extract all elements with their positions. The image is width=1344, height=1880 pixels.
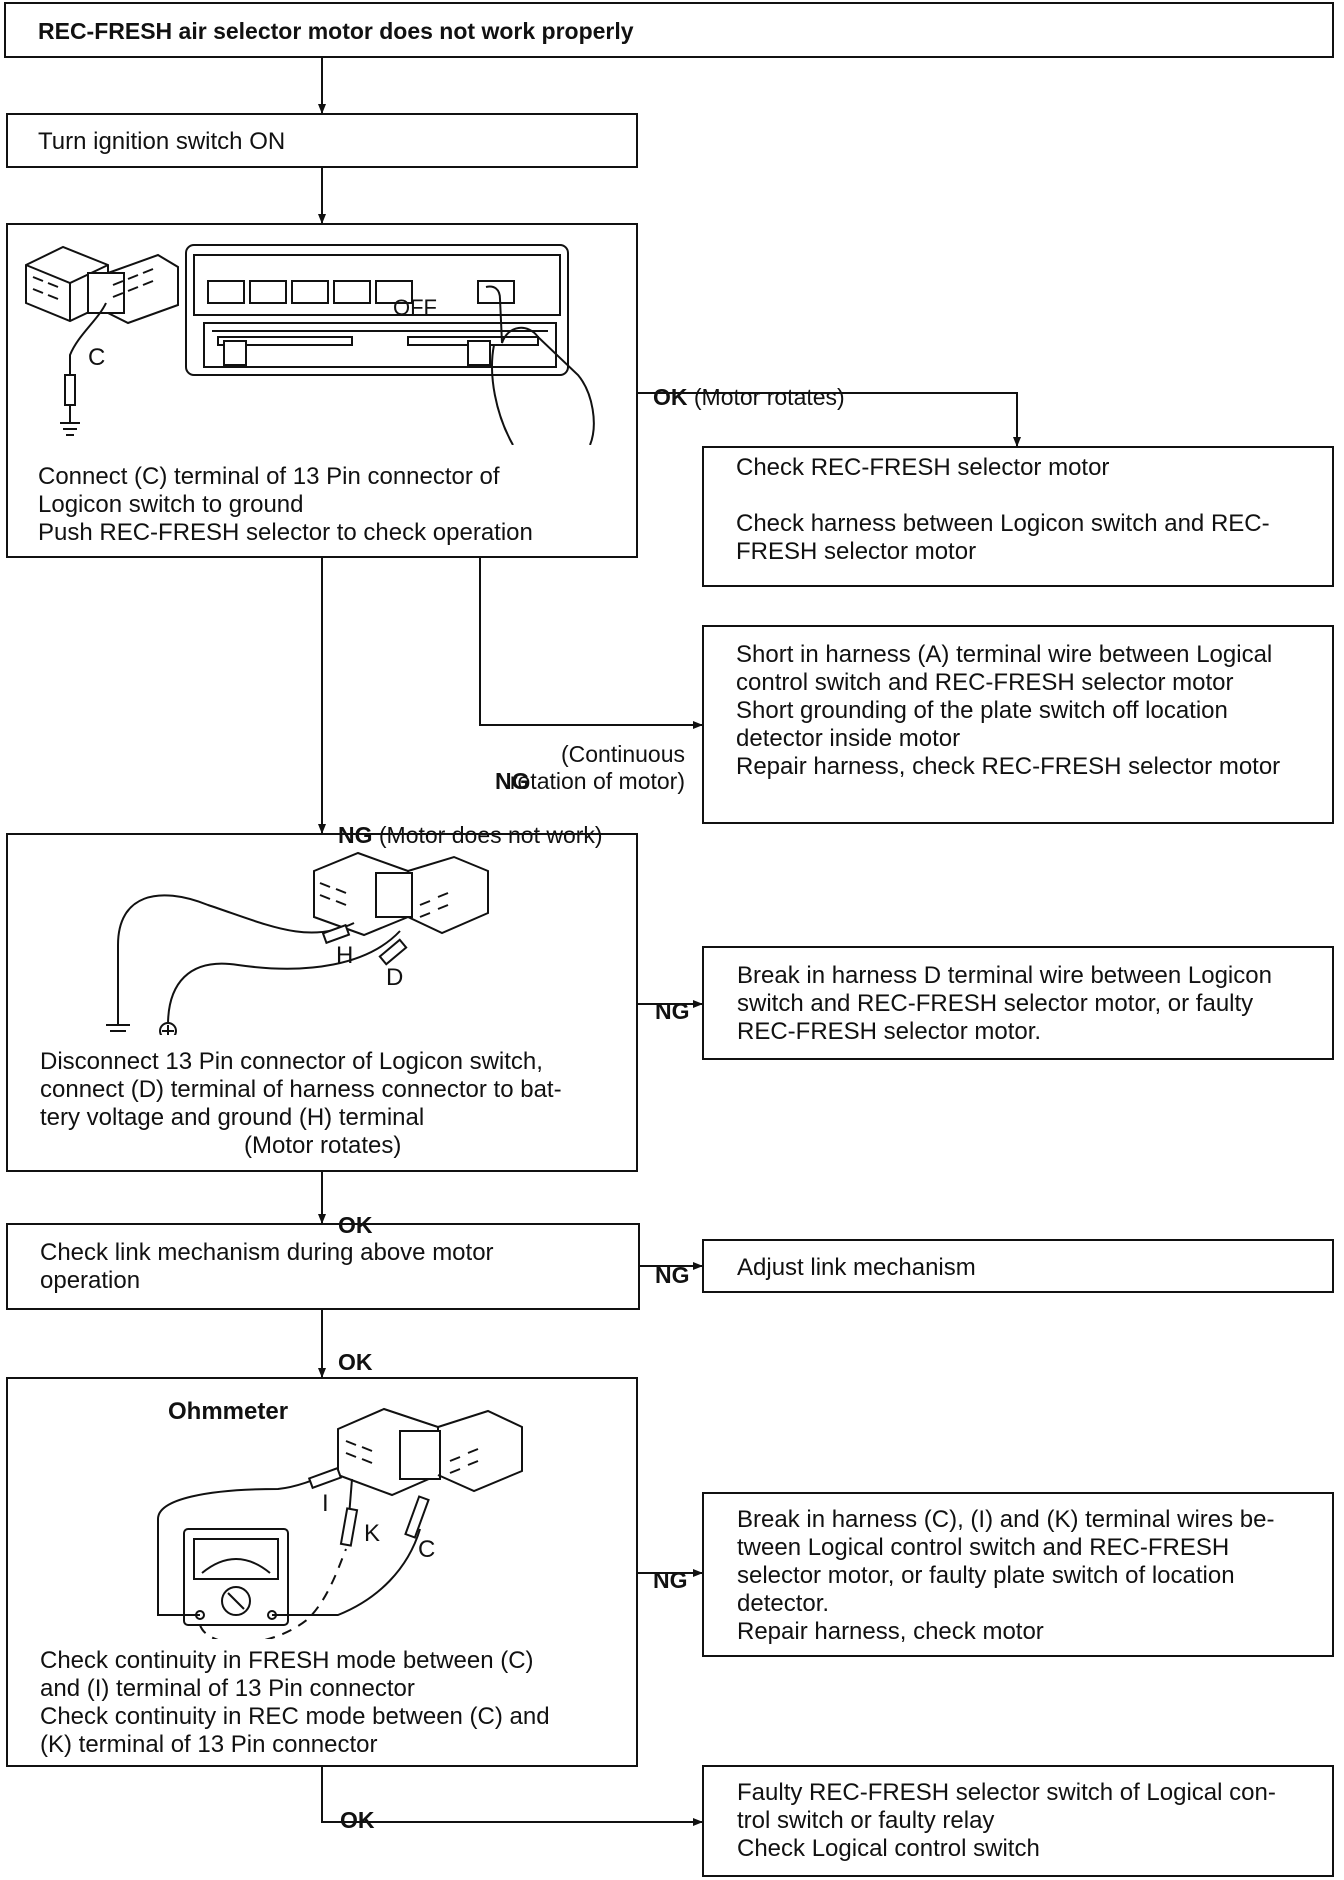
terminal-k-label: K	[364, 1520, 380, 1547]
check-motor-result-text: Check REC-FRESH selector motor Check har…	[736, 454, 1270, 565]
arrow-ng-continuous-to-short	[479, 558, 703, 729]
break-d-result-text: Break in harness D terminal wire between…	[737, 962, 1272, 1045]
break-cik-result-text: Break in harness (C), (I) and (K) termin…	[737, 1506, 1275, 1645]
short-result-text: Short in harness (A) terminal wire betwe…	[736, 641, 1281, 780]
terminal-c-label-2: C	[418, 1536, 435, 1563]
ok-motor-rotates-label: OK (Motor rotates)	[653, 357, 845, 411]
continuity-step-text: Check continuity in FRESH mode between (…	[40, 1647, 550, 1758]
ohmmeter-label: Ohmmeter	[168, 1398, 288, 1425]
title-text: REC-FRESH air selector motor does not wo…	[38, 18, 634, 44]
ng-break-d-label: NG	[655, 971, 690, 1025]
ng-adjust-label: NG	[655, 1235, 690, 1289]
adjust-result-text: Adjust link mechanism	[737, 1254, 976, 1281]
connect-c-step-box: C OFF Connect (C) terminal of 13 Pin con…	[6, 223, 638, 558]
ok-label-4: OK	[340, 1807, 375, 1833]
ok-link-label: OK	[338, 1185, 373, 1239]
ng-label-2: NG	[338, 822, 373, 848]
logicon-switch-panel-illustration: C OFF	[25, 244, 595, 445]
ng-not-work-note: (Motor does not work)	[378, 822, 603, 848]
ignition-step-text: Turn ignition switch ON	[38, 128, 286, 155]
ng-not-work-label: NG (Motor does not work)	[338, 795, 603, 849]
ignition-step-box: Turn ignition switch ON	[6, 113, 638, 168]
terminal-d-label: D	[386, 964, 403, 991]
ng-continuous-note: (Continuous rotation of motor)	[509, 741, 685, 794]
title-box: REC-FRESH air selector motor does not wo…	[4, 2, 1334, 58]
ng-label-5: NG	[653, 1567, 688, 1593]
link-step-text: Check link mechanism during above motor …	[40, 1239, 494, 1294]
short-result-box: Short in harness (A) terminal wire betwe…	[702, 625, 1334, 824]
arrow-ok-to-check-motor	[638, 392, 1021, 447]
off-label: OFF	[393, 295, 437, 320]
terminal-h-label: H	[336, 942, 353, 969]
disconnect-result-text: (Motor rotates)	[244, 1132, 402, 1159]
check-motor-result-box: Check REC-FRESH selector motor Check har…	[702, 446, 1334, 587]
adjust-result-box: Adjust link mechanism	[702, 1239, 1334, 1293]
connector-13pin-icon	[25, 245, 179, 325]
terminal-c-label: C	[88, 344, 105, 371]
ng-label-4: NG	[655, 1262, 690, 1288]
break-cik-result-box: Break in harness (C), (I) and (K) termin…	[702, 1492, 1334, 1657]
lead-c	[272, 1528, 421, 1616]
ok-motor-rotates-note: (Motor rotates)	[693, 384, 845, 410]
ok-faulty-label: OK	[340, 1780, 375, 1834]
faulty-result-box: Faulty REC-FRESH selector switch of Logi…	[702, 1765, 1334, 1877]
break-d-result-box: Break in harness D terminal wire between…	[702, 946, 1334, 1060]
battery-wire-d	[167, 930, 401, 1026]
hand-pressing-icon	[485, 285, 595, 445]
ground-wire-h	[117, 894, 355, 1025]
connect-c-step-text: Connect (C) terminal of 13 Pin connector…	[38, 463, 533, 546]
arrow-ok-to-faulty	[321, 1767, 703, 1826]
control-panel-icon	[185, 244, 569, 376]
ground-probe-wire	[69, 302, 107, 375]
ok-continuity-label: OK	[338, 1322, 373, 1376]
link-step-box: Check link mechanism during above motor …	[6, 1223, 640, 1310]
harness-connector-illustration: H D	[106, 851, 489, 1035]
faulty-result-text: Faulty REC-FRESH selector switch of Logi…	[737, 1779, 1276, 1862]
terminal-i-label: I	[322, 1490, 329, 1517]
ng-break-cik-label: NG	[653, 1540, 688, 1594]
ok-label-2: OK	[338, 1212, 373, 1238]
disconnect-step-box: H D Disconnect 13 Pin connector of Logic…	[6, 833, 638, 1172]
ok-label-1: OK	[653, 384, 688, 410]
ok-label-3: OK	[338, 1349, 373, 1375]
ng-label-1: NG	[495, 768, 530, 794]
ng-continuous-label: NG	[495, 741, 530, 795]
ng-label-3: NG	[655, 998, 690, 1024]
continuity-step-box: Ohmmeter I K C Check continuity in FRESH…	[6, 1377, 638, 1767]
ohmmeter-illustration: Ohmmeter I K C	[157, 1398, 523, 1639]
disconnect-step-text: Disconnect 13 Pin connector of Logicon s…	[40, 1048, 562, 1131]
